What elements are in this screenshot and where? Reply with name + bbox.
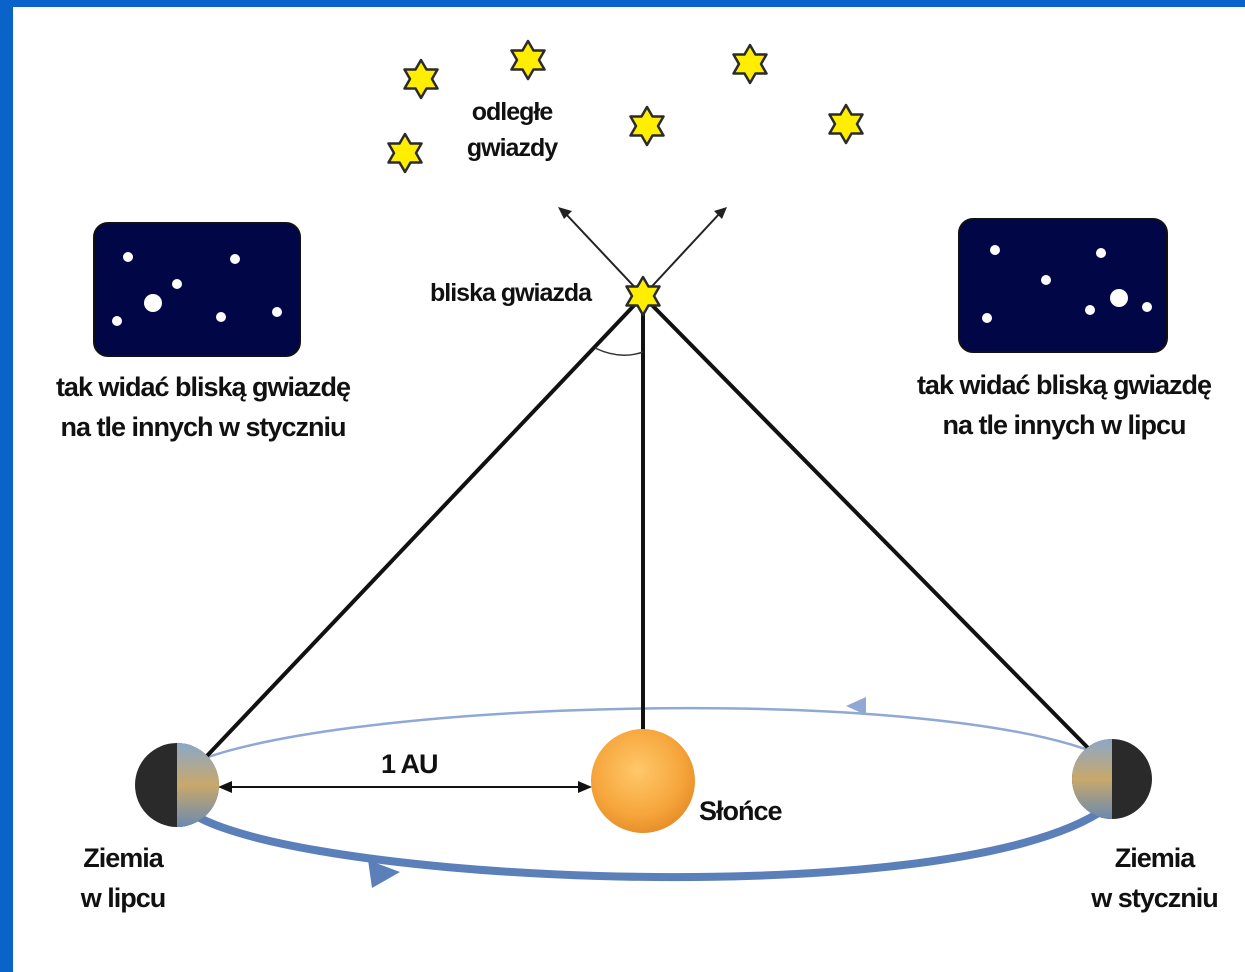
- distant-star-icon: [510, 39, 546, 81]
- earth-july-label-line1: Ziemia: [83, 843, 164, 873]
- frame-left-border: [0, 0, 13, 972]
- distant-stars-label: odległe gwiazdy: [452, 94, 572, 166]
- arrowhead-icon: [714, 207, 727, 219]
- earth-january-label-line2: w styczniu: [1091, 883, 1219, 913]
- sight-line-january: [641, 294, 1094, 754]
- july-view-caption-line1: tak widać bliską gwiazdę: [916, 370, 1212, 400]
- earth-july-label-line2: w lipcu: [80, 883, 167, 913]
- orbit-direction-arrow-icon: [846, 697, 866, 715]
- frame-top-border: [0, 0, 1245, 7]
- au-label: 1 AU: [381, 749, 439, 779]
- sky-panel-july: [958, 218, 1168, 353]
- orbit-front: [174, 797, 1109, 882]
- sun-icon: [591, 729, 695, 833]
- sight-line-july: [203, 294, 645, 760]
- january-view-caption-line2: na tle innych w styczniu: [60, 412, 346, 442]
- sky-panel-july-stars: [982, 245, 1152, 323]
- distant-star-icon: [828, 103, 864, 145]
- sight-line-extension: [642, 212, 721, 297]
- arrowhead-icon: [578, 781, 592, 793]
- parallax-angle-arc: [594, 347, 644, 356]
- orbit-direction-arrow-icon: [368, 860, 400, 888]
- earth-july-label: Ziemia w lipcu: [58, 838, 188, 918]
- near-star-label: bliska gwiazda: [430, 279, 592, 307]
- july-view-caption-line2: na tle innych w lipcu: [942, 410, 1186, 440]
- arrowhead-icon: [558, 207, 572, 219]
- sight-line-extension: [564, 212, 644, 297]
- arrowhead-icon: [218, 781, 232, 793]
- january-view-caption-line1: tak widać bliską gwiazdę: [55, 372, 351, 402]
- distant-star-icon: [403, 58, 439, 100]
- earth-january-label: Ziemia w styczniu: [1072, 838, 1237, 918]
- distant-stars-label-line1: odległe: [471, 98, 554, 126]
- january-view-caption: tak widać bliską gwiazdę na tle innych w…: [28, 367, 378, 447]
- earth-january-icon: [1072, 739, 1152, 819]
- sky-panel-january-stars: [112, 252, 282, 326]
- distant-star-icon: [387, 132, 423, 174]
- sun-label: Słońce: [699, 796, 783, 826]
- distant-star-icon: [732, 43, 768, 85]
- distant-star-icon: [629, 105, 665, 147]
- earth-january-label-line1: Ziemia: [1114, 843, 1196, 873]
- sky-panel-january: [93, 222, 301, 357]
- orbit-back: [177, 706, 1113, 772]
- distant-stars-label-line2: gwiazdy: [466, 134, 558, 162]
- earth-july-icon: [135, 743, 219, 827]
- july-view-caption: tak widać bliską gwiazdę na tle innych w…: [889, 365, 1239, 445]
